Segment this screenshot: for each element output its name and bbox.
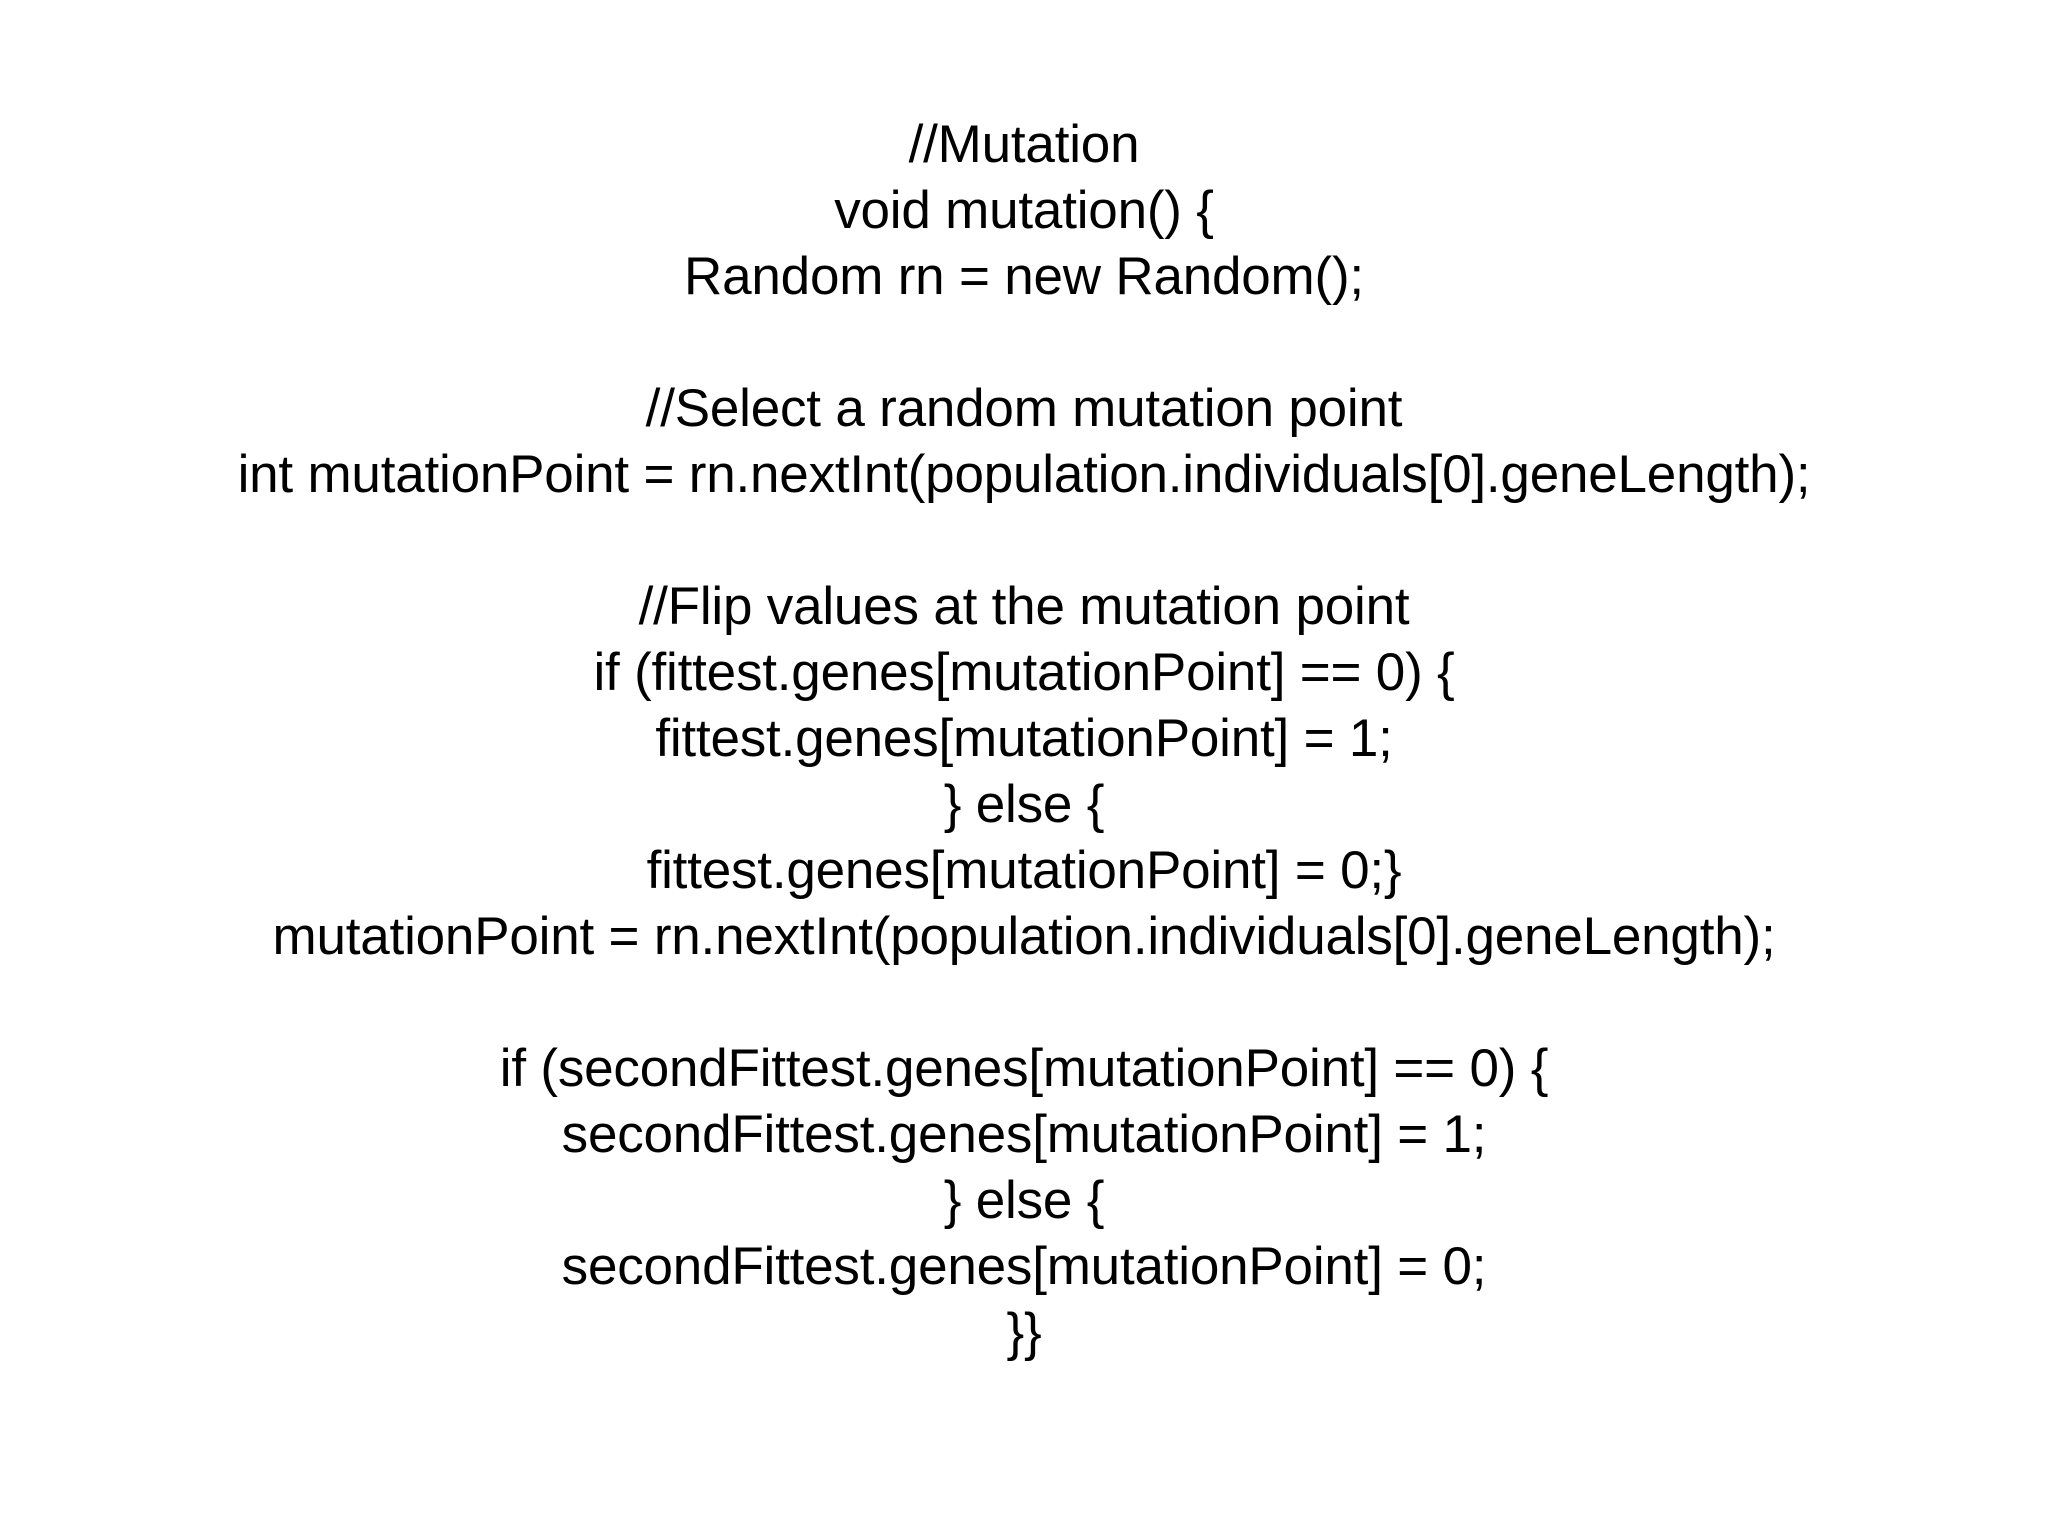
code-line: } else { xyxy=(943,775,1105,834)
code-line: Random rn = new Random(); xyxy=(684,247,1364,306)
code-line: //Flip values at the mutation point xyxy=(638,577,1410,636)
code-line: //Mutation xyxy=(908,115,1140,174)
code-line-blank xyxy=(0,970,2048,1036)
code-line: secondFittest.genes[mutationPoint] = 0; xyxy=(561,1237,1487,1296)
code-line: mutationPoint = rn.nextInt(population.in… xyxy=(272,907,1776,966)
code-line: if (secondFittest.genes[mutationPoint] =… xyxy=(499,1039,1549,1098)
code-line: secondFittest.genes[mutationPoint] = 1; xyxy=(561,1105,1487,1164)
code-line: }} xyxy=(1006,1303,1042,1362)
code-line: } else { xyxy=(943,1171,1105,1230)
code-line: //Select a random mutation point xyxy=(645,379,1403,438)
code-listing: //Mutation void mutation() { Random rn =… xyxy=(0,112,2048,1366)
code-line: fittest.genes[mutationPoint] = 1; xyxy=(655,709,1393,768)
code-line: int mutationPoint = rn.nextInt(populatio… xyxy=(237,445,1811,504)
code-line: void mutation() { xyxy=(834,181,1214,240)
code-line: if (fittest.genes[mutationPoint] == 0) { xyxy=(593,643,1455,702)
code-line-blank xyxy=(0,508,2048,574)
code-line-blank xyxy=(0,310,2048,376)
code-line: fittest.genes[mutationPoint] = 0;} xyxy=(646,841,1402,900)
